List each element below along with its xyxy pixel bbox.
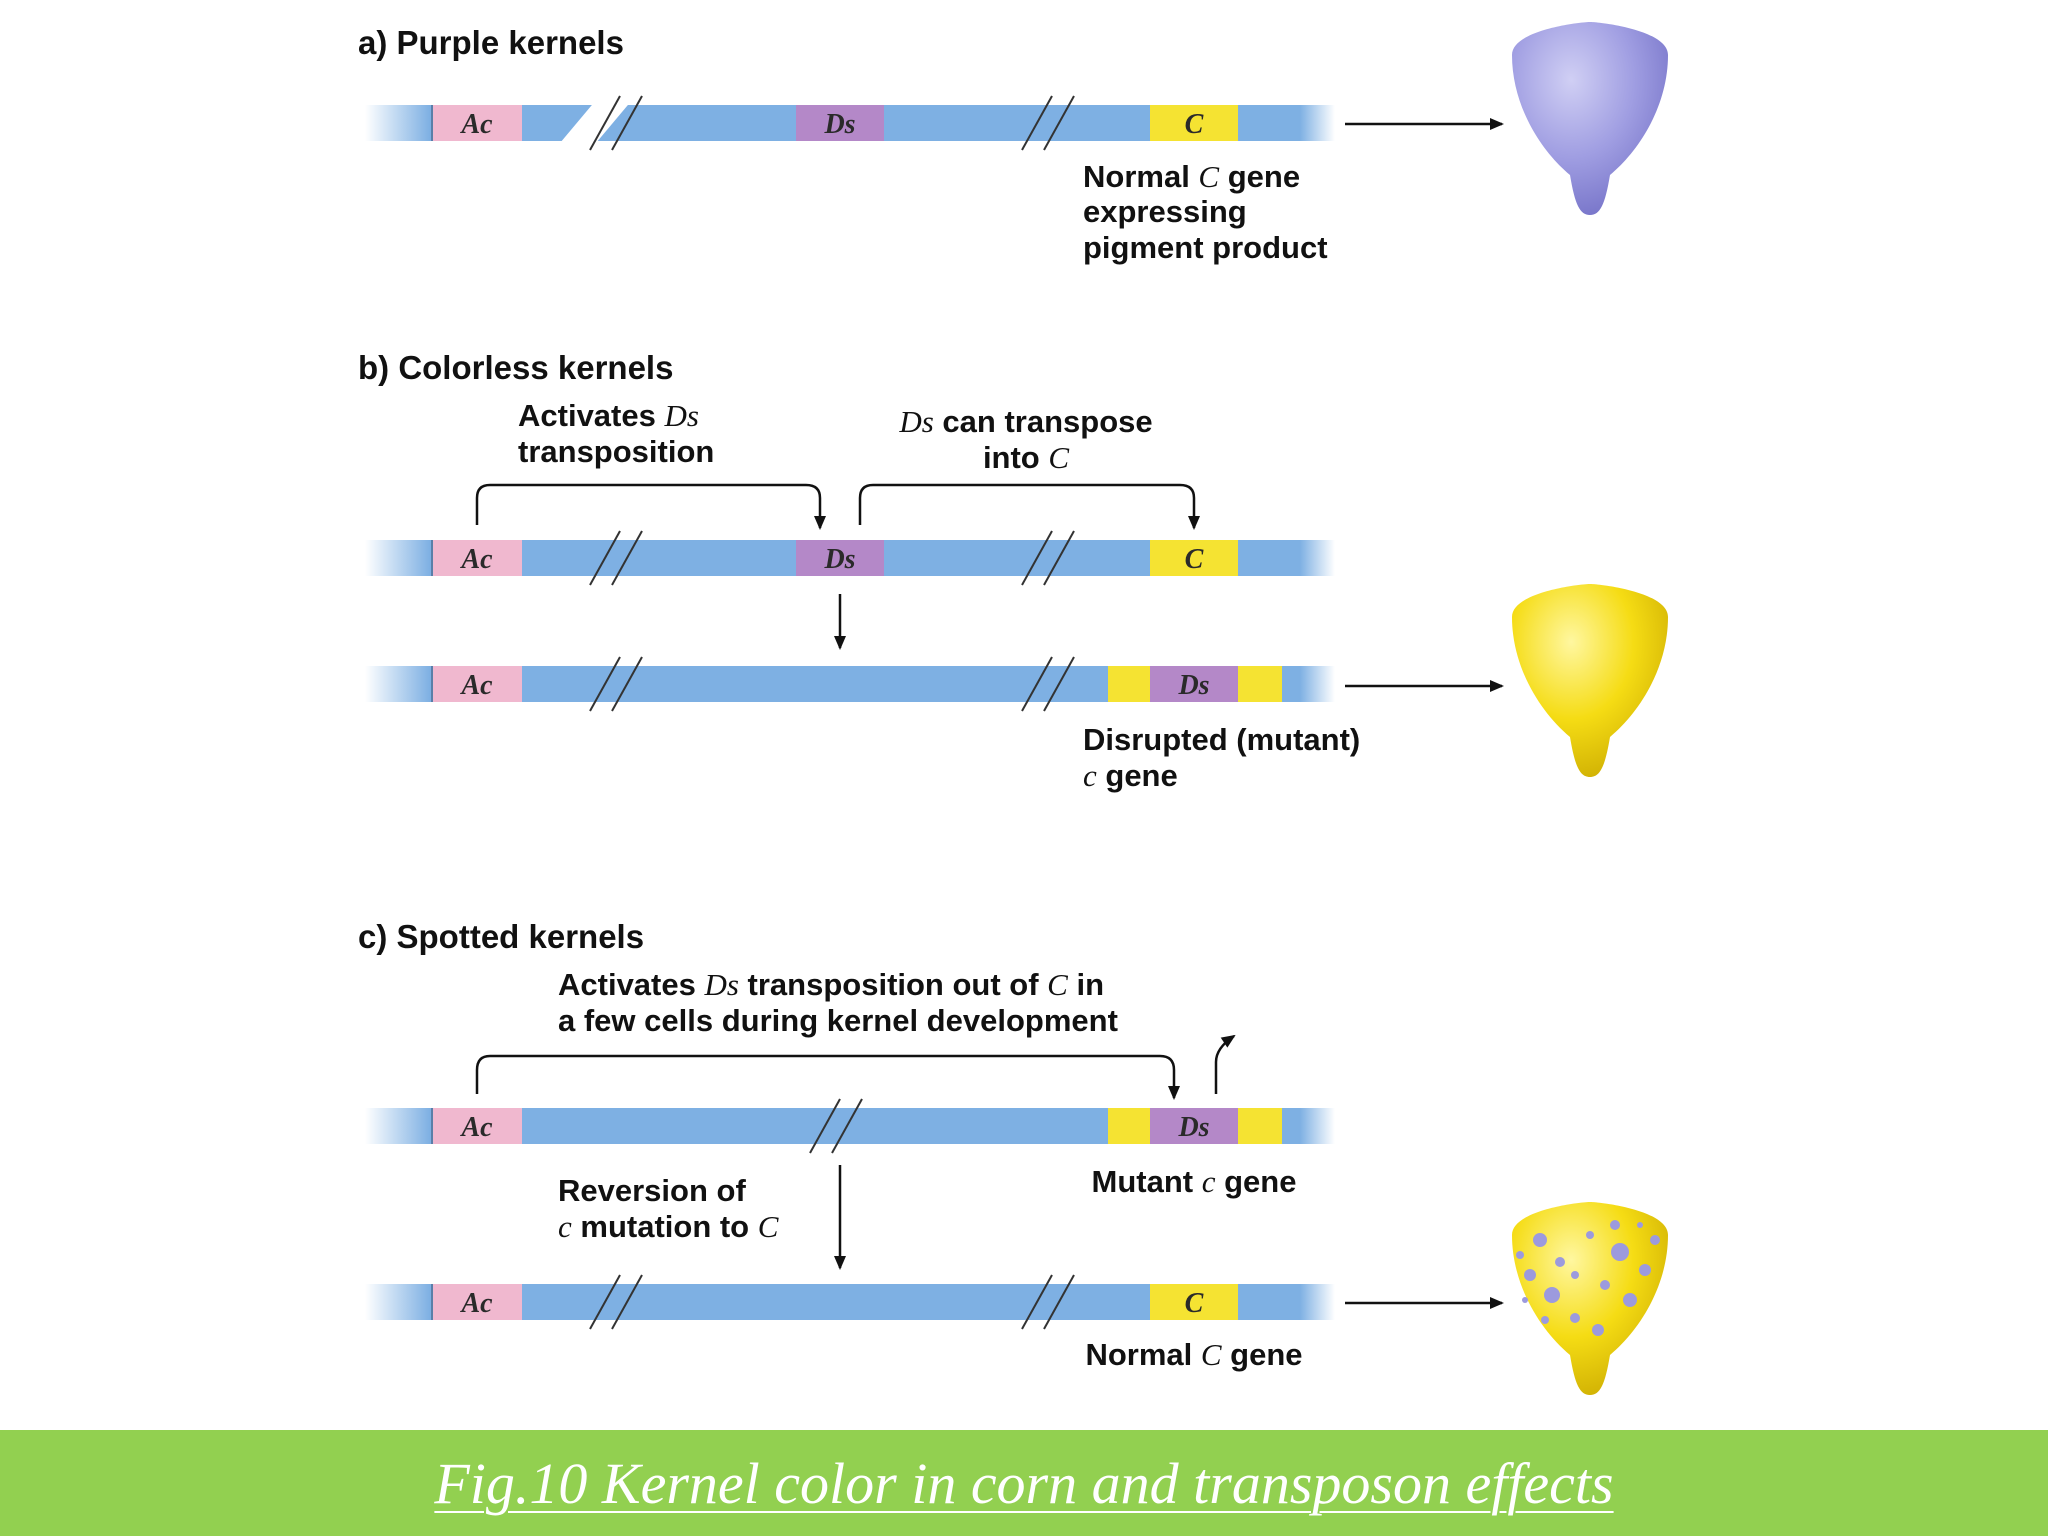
panel-c: c) Spotted kernels Activates Ds transpos…	[358, 918, 1668, 1395]
chromosome-break	[809, 1098, 863, 1154]
panel-b-title: b) Colorless kernels	[358, 349, 673, 386]
ds-element	[796, 105, 884, 141]
normal-c-label: Normal C gene	[1085, 1337, 1302, 1372]
normal-c-note-line2: expressing	[1083, 194, 1247, 229]
c-gene-right	[1238, 666, 1282, 702]
colorless-kernel	[1512, 584, 1668, 777]
chromosome-break	[589, 656, 643, 712]
c-gene	[1150, 1284, 1238, 1320]
activates-out-line2: a few cells during kernel development	[558, 1003, 1118, 1038]
c-label: C	[1185, 544, 1204, 575]
c-gene	[1150, 540, 1238, 576]
panel-a-title: a) Purple kernels	[358, 24, 624, 61]
ac-label: Ac	[459, 1112, 493, 1143]
chromosome-break	[589, 530, 643, 586]
mutant-c-label: Mutant c gene	[1092, 1164, 1297, 1199]
ac-element	[432, 666, 522, 702]
panel-c-title: c) Spotted kernels	[358, 918, 644, 955]
c-gene-right	[1238, 1108, 1282, 1144]
ds-element	[796, 540, 884, 576]
chromosome-break	[1021, 656, 1075, 712]
ac-label: Ac	[459, 670, 493, 701]
activates-ds-line1: Activates Ds	[518, 398, 699, 433]
c-label: C	[1185, 1288, 1204, 1319]
chromosome-b1: Ac Ds C	[365, 530, 1335, 586]
ac-element	[432, 105, 522, 141]
c-label: C	[1185, 109, 1204, 140]
ds-label: Ds	[1177, 1112, 1209, 1143]
ds-label: Ds	[1177, 670, 1209, 701]
ac-element	[432, 540, 522, 576]
caption-bar: Fig.10 Kernel color in corn and transpos…	[0, 1430, 2048, 1536]
c-gene	[1150, 105, 1238, 141]
diagram-canvas: a) Purple kernels Ac Ds C Normal C gene	[358, 22, 1668, 1395]
activates-out-line1: Activates Ds transposition out of C in	[558, 967, 1104, 1002]
ac-element	[432, 1284, 522, 1320]
ac-element	[432, 1108, 522, 1144]
kernel-spots	[1516, 1220, 1660, 1336]
reversion-line1: Reversion of	[558, 1173, 746, 1208]
chromosome-c1: Ac Ds	[365, 1098, 1335, 1154]
disrupted-note-line2: c gene	[1083, 758, 1178, 793]
chromosome-break	[1021, 1274, 1075, 1330]
chromosome-break	[1021, 95, 1075, 151]
chromosome-break	[589, 1274, 643, 1330]
c-gene-left	[1108, 666, 1150, 702]
purple-kernel	[1512, 22, 1668, 215]
chromosome-break	[1021, 530, 1075, 586]
ac-label: Ac	[459, 109, 493, 140]
ac-label: Ac	[459, 1288, 493, 1319]
spotted-kernel	[1512, 1202, 1668, 1395]
c-gene-left	[1108, 1108, 1150, 1144]
reversion-line2: c mutation to C	[558, 1209, 779, 1244]
ds-element	[1150, 1108, 1238, 1144]
activates-ds-line2: transposition	[518, 434, 714, 469]
chromosome-b2: Ac Ds	[365, 656, 1335, 712]
activates-bracket-arrow	[475, 483, 826, 530]
panel-a: a) Purple kernels Ac Ds C Normal C gene	[358, 22, 1668, 265]
chromosome-c2: Ac C	[365, 1274, 1335, 1330]
ac-label: Ac	[459, 544, 493, 575]
chromosome-a: Ac Ds C	[365, 95, 1335, 151]
ds-label: Ds	[823, 109, 855, 140]
normal-c-note-line1: Normal C gene	[1083, 159, 1300, 194]
chromosome-break	[555, 95, 643, 151]
figure-caption: Fig.10 Kernel color in corn and transpos…	[434, 1450, 1614, 1516]
diagram: a) Purple kernels Ac Ds C Normal C gene	[358, 22, 1668, 1395]
disrupted-note-line1: Disrupted (mutant)	[1083, 722, 1360, 757]
ds-excision-arrow	[1214, 1034, 1236, 1094]
activates-out-bracket-arrow	[475, 1054, 1180, 1100]
normal-c-note-line3: pigment product	[1083, 230, 1328, 265]
transpose-line1: Ds can transpose	[898, 404, 1152, 439]
ds-label: Ds	[823, 544, 855, 575]
ds-element	[1150, 666, 1238, 702]
transpose-line2: into C	[983, 440, 1069, 475]
transpose-bracket-arrow	[858, 483, 1200, 530]
panel-b: b) Colorless kernels Activates Ds transp…	[358, 349, 1668, 793]
